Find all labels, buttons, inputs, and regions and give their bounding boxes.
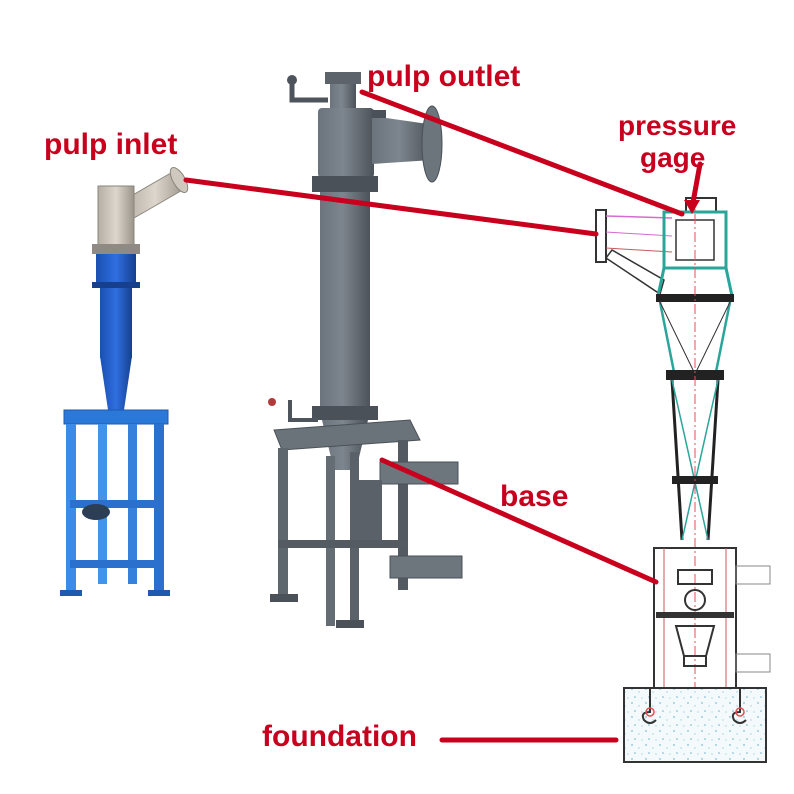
leader-pressure-gage-arrowhead xyxy=(684,200,700,214)
technical-drawing xyxy=(595,196,771,763)
blue-cyclone-unit xyxy=(60,167,189,596)
leader-pulp-outlet xyxy=(359,89,685,217)
grey-cyclone-unit xyxy=(268,72,463,628)
leader-base xyxy=(379,457,659,585)
label-pulp-outlet: pulp outlet xyxy=(367,60,521,93)
leader-pulp-inlet xyxy=(183,177,599,237)
label-pressure: pressure xyxy=(618,110,737,141)
leader-lines xyxy=(183,89,703,743)
label-base: base xyxy=(500,480,569,513)
label-pulp-inlet: pulp inlet xyxy=(44,128,178,161)
label-gage: gage xyxy=(640,142,706,173)
label-foundation: foundation xyxy=(262,720,417,753)
